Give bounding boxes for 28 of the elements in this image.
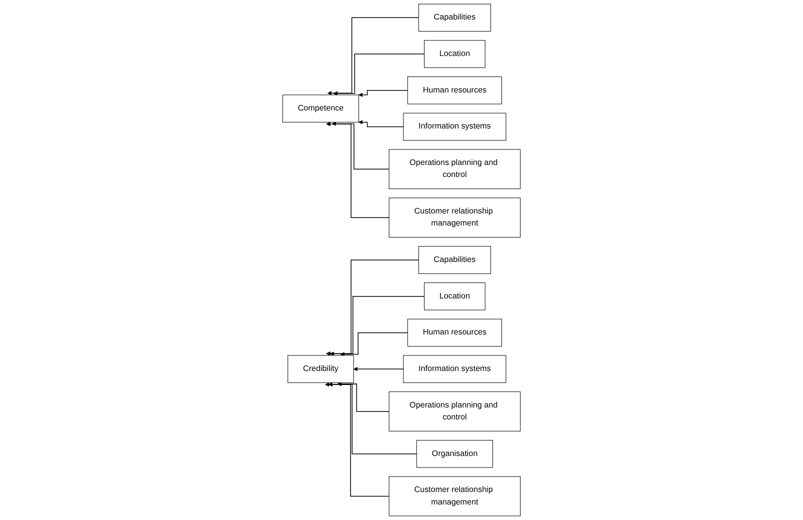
node-box: Organisation	[416, 440, 493, 468]
arrow	[328, 17, 420, 96]
arrow	[326, 260, 420, 356]
node-box: Location	[424, 40, 486, 68]
node-box: Customer relationship management	[388, 198, 521, 238]
node-box: Operations planning and control	[388, 149, 521, 190]
arrow	[330, 296, 425, 356]
arrow	[358, 90, 408, 98]
node-box: Credibility	[288, 355, 354, 383]
arrow	[353, 366, 404, 372]
arrow	[337, 382, 390, 412]
node-box: Operations planning and control	[388, 392, 521, 432]
arrow	[324, 382, 390, 497]
node-box: Customer relationship management	[388, 476, 521, 516]
arrow	[332, 121, 390, 170]
node-box: Human resources	[407, 76, 502, 104]
arrow	[340, 332, 408, 356]
node-box: Information systems	[403, 355, 506, 383]
node-box: Human resources	[407, 318, 502, 347]
node-box: Information systems	[403, 112, 506, 141]
node-box: Capabilities	[418, 4, 491, 32]
arrow	[328, 382, 418, 454]
node-box: Location	[424, 282, 486, 310]
arrow	[358, 120, 404, 128]
arrow	[326, 122, 390, 218]
node-box: Competence	[282, 94, 360, 122]
arrow	[333, 54, 425, 96]
node-box: Capabilities	[418, 246, 491, 274]
